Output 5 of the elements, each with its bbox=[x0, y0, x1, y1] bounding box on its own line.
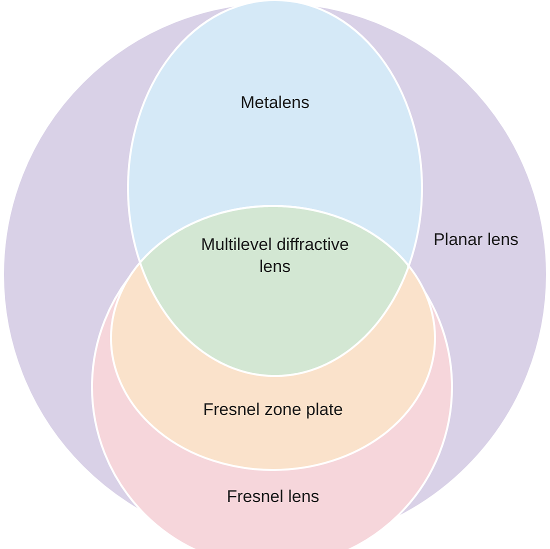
region-label: Planar lens bbox=[432, 229, 520, 251]
region-label: Metalens bbox=[240, 92, 310, 114]
region-label: Fresnel lens bbox=[226, 486, 320, 508]
region-label: Multilevel diffractive lens bbox=[200, 234, 350, 278]
region-label: Fresnel zone plate bbox=[202, 399, 344, 421]
